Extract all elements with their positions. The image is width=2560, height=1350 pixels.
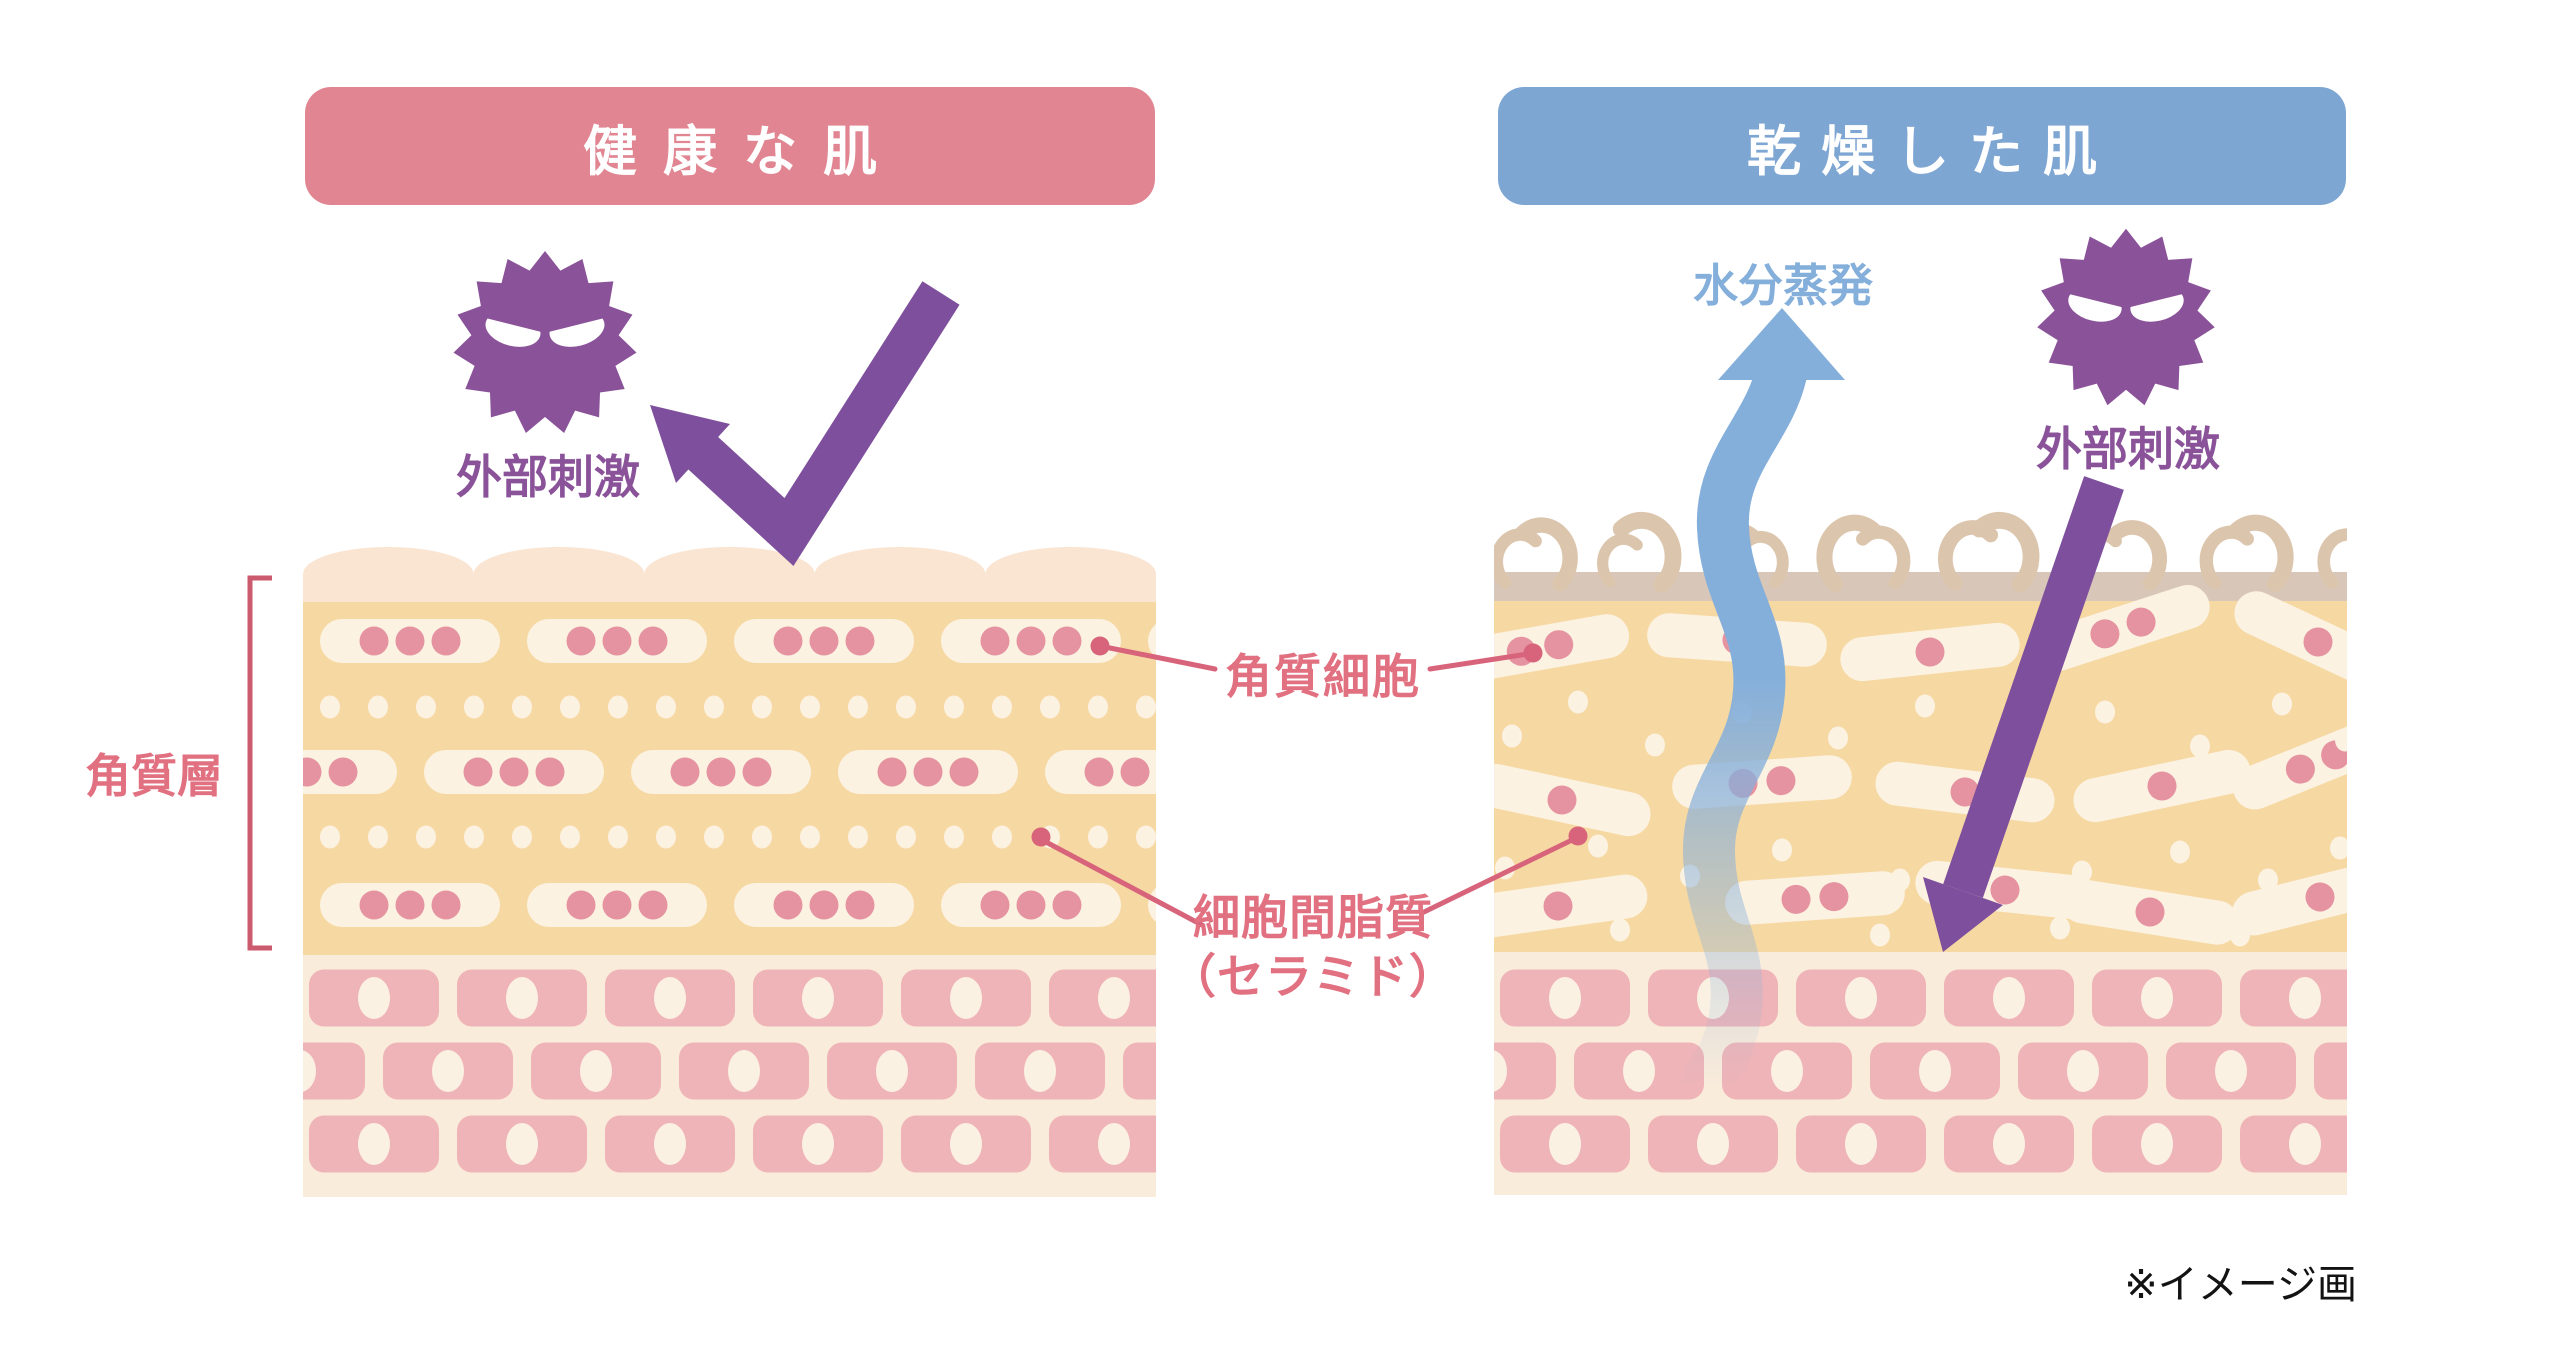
pointer-lines xyxy=(1031,636,1588,928)
dry-banner-label: 乾燥した肌 xyxy=(1747,119,2117,183)
healthy-skin-block xyxy=(303,547,1156,1197)
dry-skin-banner: 乾燥した肌 xyxy=(1498,87,2346,205)
stratum-corneum-bracket xyxy=(247,575,272,951)
dry-skin-block xyxy=(1494,511,2347,1195)
intercellular-lipid-line2: （セラミド） xyxy=(1169,950,1457,1005)
wavy-up-arrow-icon xyxy=(1674,308,1845,1126)
angry-germ-icon xyxy=(453,251,637,433)
stratum-corneum-label: 角質層 xyxy=(85,749,223,803)
external-stimulus-label-left: 外部刺激 xyxy=(456,450,640,504)
evaporation-label: 水分蒸発 xyxy=(1692,259,1874,312)
healthy-skin-surface xyxy=(303,547,1156,602)
penetrating-down-arrow-icon xyxy=(1923,476,2124,952)
deflected-bounce-arrow-icon xyxy=(650,281,960,566)
healthy-skin-banner: 健康な肌 xyxy=(305,87,1155,205)
image-note: ※イメージ画 xyxy=(2124,1262,2357,1308)
intercellular-lipid-label: 細胞間脂質 （セラミド） xyxy=(1169,889,1457,1007)
intercellular-lipid-line1: 細胞間脂質 xyxy=(1193,891,1433,946)
external-stimulus-label-right: 外部刺激 xyxy=(2036,422,2220,476)
angry-germ-icon xyxy=(2037,228,2215,406)
healthy-banner-label: 健康な肌 xyxy=(583,119,903,183)
corneocyte-label: 角質細胞 xyxy=(1225,650,1421,705)
